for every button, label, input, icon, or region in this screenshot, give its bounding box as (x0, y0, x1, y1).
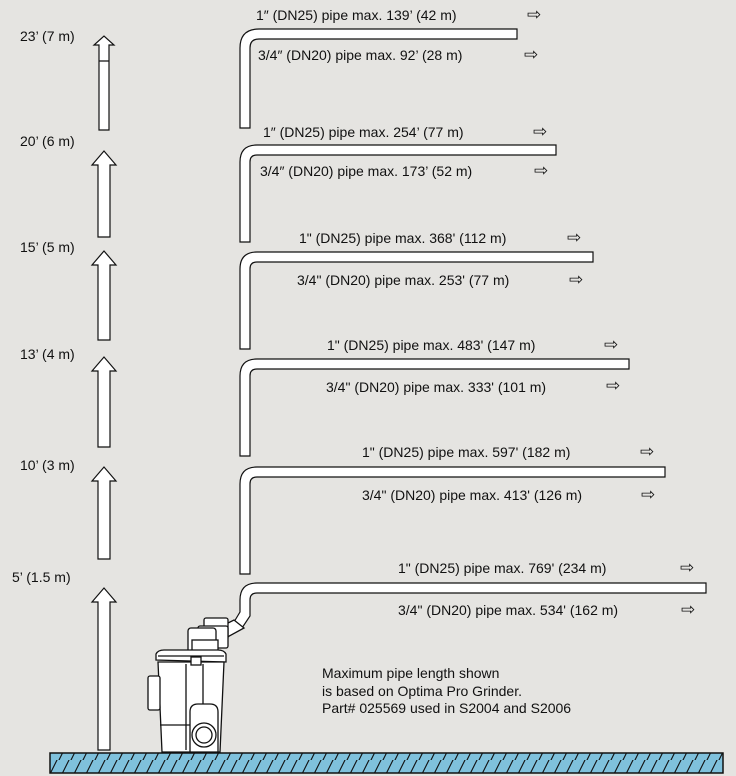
pipe-34in-label: 3/4″ (DN20) pipe max. 173’ (52 m) (260, 163, 473, 179)
pipe-1in-label: 1″ (DN25) pipe max. 139’ (42 m) (256, 7, 457, 23)
pipe-1in-label: 1" (DN25) pipe max. 769' (234 m) (398, 560, 607, 576)
pipe-34in-label: 3/4" (DN20) pipe max. 413' (126 m) (362, 487, 583, 503)
height-arrow-icon (90, 356, 118, 448)
right-arrow-icon: ⇨ (681, 600, 696, 620)
ground-slab (49, 752, 724, 774)
height-arrow-icon (90, 150, 118, 238)
right-arrow-icon: ⇨ (606, 376, 621, 396)
height-label: 10’ (3 m) (20, 457, 75, 473)
pipe-20ft (239, 144, 557, 243)
pipe-10ft (239, 466, 666, 575)
pipe-34in-label: 3/4″ (DN20) pipe max. 92’ (28 m) (258, 47, 463, 63)
pipe-1in-label: 1" (DN25) pipe max. 368' (112 m) (299, 230, 507, 246)
pipe-1in-label: 1" (DN25) pipe max. 597' (182 m) (362, 444, 571, 460)
right-arrow-icon: ⇨ (680, 558, 695, 578)
right-arrow-icon: ⇨ (524, 45, 539, 65)
pipe-13ft (239, 358, 630, 457)
pipe-34in-label: 3/4" (DN20) pipe max. 333' (101 m) (326, 379, 547, 395)
pipe-length-note: Maximum pipe length shown is based on Op… (322, 665, 571, 718)
right-arrow-icon: ⇨ (533, 122, 548, 142)
note-line: Maximum pipe length shown (322, 665, 500, 681)
height-label: 20’ (6 m) (20, 133, 75, 149)
height-arrow-icon (90, 587, 118, 751)
right-arrow-icon: ⇨ (527, 5, 542, 25)
height-label: 15’ (5 m) (20, 239, 75, 255)
height-label: 13’ (4 m) (20, 346, 75, 362)
pipe-5ft (233, 582, 707, 629)
pipe-1in-label: 1" (DN25) pipe max. 483' (147 m) (327, 337, 536, 353)
right-arrow-icon: ⇨ (534, 161, 549, 181)
pipe-15ft (239, 251, 594, 350)
right-arrow-icon: ⇨ (569, 270, 584, 290)
right-arrow-icon: ⇨ (567, 228, 582, 248)
grinder-pump (147, 617, 246, 753)
pipe-23ft (239, 28, 518, 129)
note-line: Part# 025569 used in S2004 and S2006 (322, 700, 572, 716)
right-arrow-icon: ⇨ (604, 335, 619, 355)
height-arrow-icon (92, 35, 116, 131)
right-arrow-icon: ⇨ (640, 442, 655, 462)
note-line: is based on Optima Pro Grinder. (322, 682, 522, 699)
pipe-1in-label: 1″ (DN25) pipe max. 254’ (77 m) (263, 124, 464, 140)
right-arrow-icon: ⇨ (641, 485, 656, 505)
pipe-34in-label: 3/4" (DN20) pipe max. 534' (162 m) (398, 602, 619, 618)
height-arrow-icon (90, 250, 118, 341)
pipe-34in-label: 3/4" (DN20) pipe max. 253' (77 m) (297, 272, 510, 288)
height-label: 5’ (1.5 m) (12, 569, 71, 585)
height-label: 23’ (7 m) (20, 28, 75, 44)
height-arrow-icon (90, 466, 118, 560)
